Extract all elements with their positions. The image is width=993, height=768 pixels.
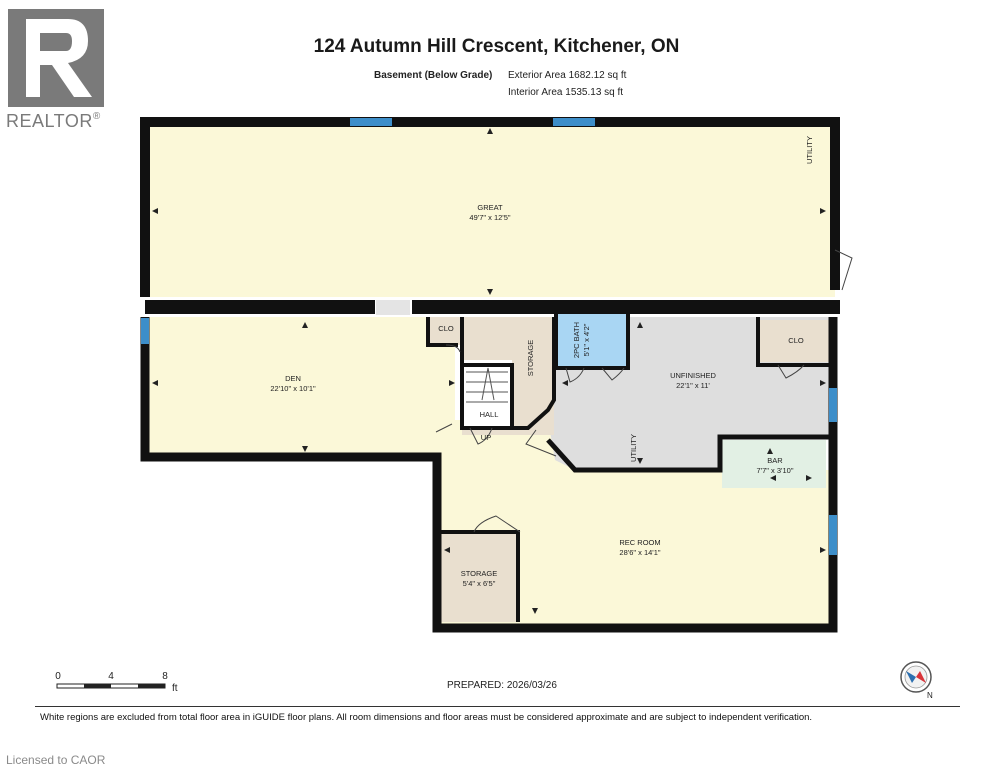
stair-opening	[376, 300, 410, 315]
room-storage-bottom-dims: 5'4" x 6'5"	[463, 579, 496, 588]
room-hall-label: HALL	[480, 410, 499, 419]
scale-tick-0: 0	[55, 671, 61, 682]
room-great-dims: 49'7" x 12'5"	[469, 213, 510, 222]
room-rec-label: REC ROOM	[619, 538, 660, 547]
compass-icon: N	[900, 661, 933, 700]
disclaimer-text: White regions are excluded from total fl…	[40, 712, 813, 723]
room-rec-dims: 28'6" x 14'1"	[619, 548, 660, 557]
room-great-fill	[145, 122, 835, 297]
footer-divider	[35, 706, 960, 707]
room-storage-top-label: STORAGE	[526, 340, 535, 377]
room-clo-left-fill	[428, 317, 460, 345]
realtor-logo: REALTOR®	[6, 7, 116, 132]
interior-area: Interior Area 1535.13 sq ft	[508, 87, 624, 98]
stairs	[466, 367, 508, 403]
room-den-fill	[145, 317, 455, 457]
utility-mid-label: UTILITY	[629, 434, 638, 462]
scale-bar: 0 4 8 ft	[55, 671, 178, 694]
window-unfinished	[829, 388, 837, 422]
prepared-date: PREPARED: 2026/03/26	[447, 680, 557, 691]
room-clo-left-label: CLO	[438, 324, 454, 333]
room-den-label: DEN	[285, 374, 301, 383]
room-den-dims: 22'10" x 10'1"	[270, 384, 316, 393]
window-great-1	[350, 118, 392, 126]
exterior-area: Exterior Area 1682.12 sq ft	[508, 70, 627, 81]
property-address-title: 124 Autumn Hill Crescent, Kitchener, ON	[313, 36, 680, 57]
level-label: Basement (Below Grade)	[374, 70, 493, 81]
licensed-to-label: Licensed to CAOR	[6, 753, 106, 767]
room-bath-fill	[558, 313, 628, 368]
room-bath-dims: 5'1" x 4'2"	[582, 323, 591, 356]
room-clo-right-fill	[760, 320, 830, 362]
realtor-wordmark: REALTOR®	[6, 111, 101, 131]
room-clo-right-label: CLO	[788, 336, 804, 345]
compass-north-label: N	[927, 691, 933, 700]
scale-tick-4: 4	[108, 671, 114, 682]
door-swings	[435, 249, 853, 533]
room-bar-dims: 7'7" x 3'10"	[757, 466, 794, 475]
realtor-logo-mark	[8, 9, 104, 107]
scale-tick-8: 8	[162, 671, 168, 682]
window-den	[141, 318, 149, 344]
room-storage-bottom-label: STORAGE	[461, 569, 498, 578]
windows	[141, 118, 837, 555]
room-bath-label: 2PC BATH	[572, 322, 581, 358]
window-great-2	[553, 118, 595, 126]
room-unfinished-dims: 22'1" x 11'	[676, 381, 710, 390]
dimension-arrows	[152, 128, 826, 614]
walls	[140, 117, 840, 633]
utility-top-label: UTILITY	[805, 136, 814, 164]
scale-unit: ft	[172, 683, 178, 694]
room-bar-label: BAR	[767, 456, 783, 465]
room-unfinished-label: UNFINISHED	[670, 371, 716, 380]
room-great-label: GREAT	[477, 203, 503, 212]
stairs-up-label: UP	[481, 433, 491, 442]
window-rec	[829, 515, 837, 555]
room-storage-bottom-fill	[440, 532, 518, 622]
